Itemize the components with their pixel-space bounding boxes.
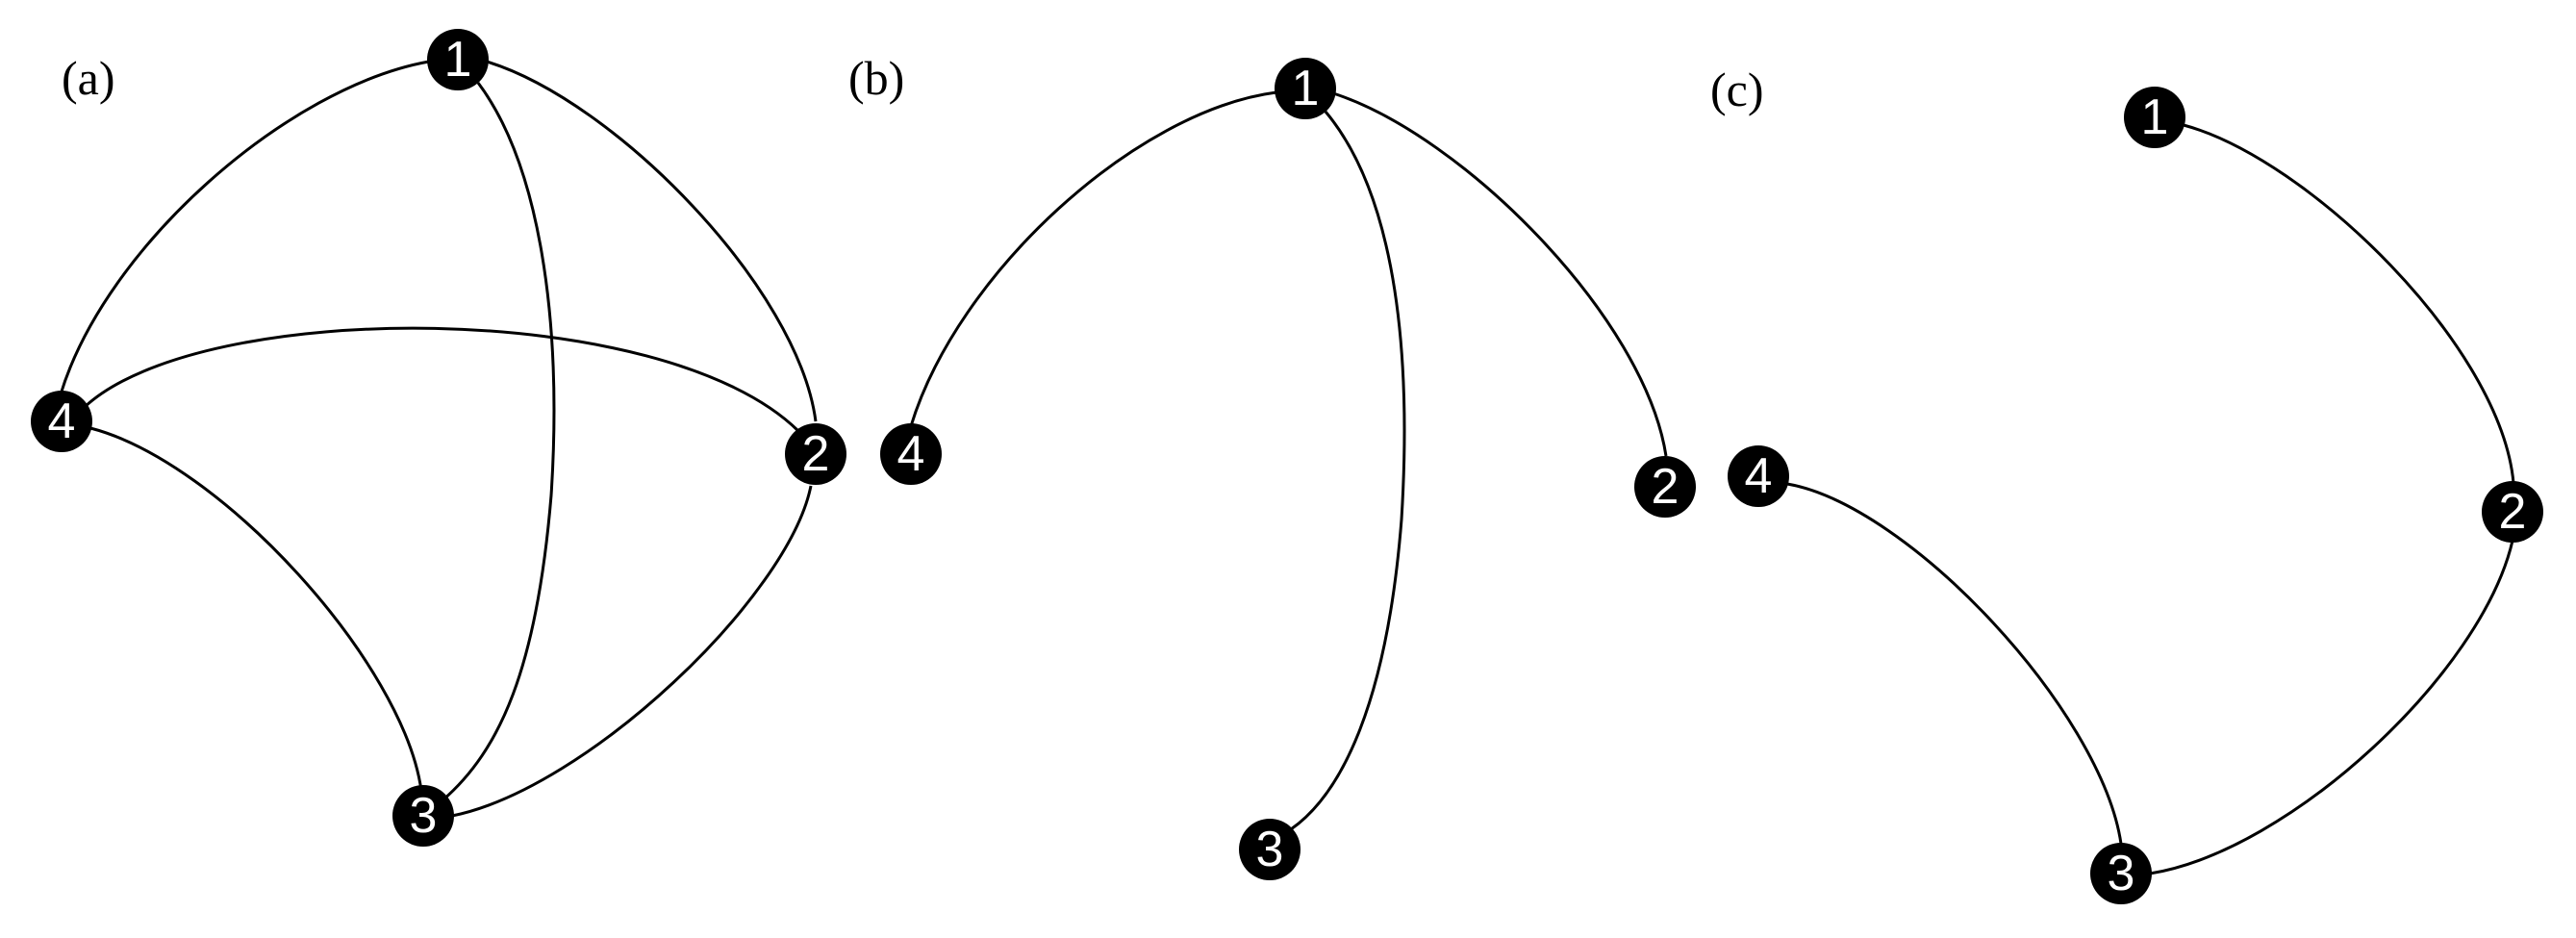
panel-a-node-4-label: 4 [48,393,76,449]
panel-b: (b) 1 2 3 4 [848,51,1696,880]
panel-a: (a) 1 2 3 4 [31,29,846,847]
panel-c-node-4-label: 4 [1745,448,1773,504]
panel-a-label: (a) [62,51,115,105]
panel-b-node-4[interactable]: 4 [880,423,942,485]
panel-b-node-1[interactable]: 1 [1275,58,1336,119]
panel-a-edge-4-1 [59,60,430,395]
panel-a-edge-4-2 [83,326,800,433]
panel-a-edge-4-3 [89,426,423,792]
panel-c-node-3-label: 3 [2108,846,2135,901]
panel-a-node-1-label: 1 [444,32,472,88]
panel-b-node-2-label: 2 [1652,459,1679,515]
panel-a-edge-1-3 [442,82,556,802]
panel-b-node-1-label: 1 [1292,61,1320,116]
panel-c-edge-4-3 [1786,482,2123,845]
panel-a-edge-1-2 [486,60,818,422]
panel-c: (c) 1 2 3 4 [1710,63,2543,904]
panel-a-edge-2-3 [451,485,813,818]
panel-c-node-4[interactable]: 4 [1728,445,1789,507]
panel-c-node-2[interactable]: 2 [2482,481,2543,543]
panel-c-node-3[interactable]: 3 [2090,843,2152,904]
panel-a-node-1[interactable]: 1 [427,29,489,90]
panel-c-edge-2-3 [2149,540,2514,875]
panel-c-node-1-label: 1 [2141,89,2169,145]
panel-a-node-3-label: 3 [410,788,438,844]
panel-a-node-2-label: 2 [802,426,830,482]
panel-b-node-2[interactable]: 2 [1634,456,1696,518]
panel-b-edge-4-1 [909,90,1277,427]
panel-c-label: (c) [1710,63,1764,116]
panel-b-node-3[interactable]: 3 [1239,819,1301,880]
panel-c-edge-1-2 [2183,123,2515,484]
panel-c-node-1[interactable]: 1 [2124,87,2185,148]
panel-b-edge-1-3 [1290,111,1406,831]
panel-b-node-3-label: 3 [1256,822,1284,877]
panel-a-node-4[interactable]: 4 [31,391,92,452]
panel-b-label: (b) [848,51,904,105]
panel-b-node-4-label: 4 [897,426,925,482]
panel-c-node-2-label: 2 [2499,484,2527,540]
panel-a-node-3[interactable]: 3 [392,785,454,847]
panel-b-edge-1-2 [1332,91,1668,457]
panel-a-node-2[interactable]: 2 [785,423,846,485]
